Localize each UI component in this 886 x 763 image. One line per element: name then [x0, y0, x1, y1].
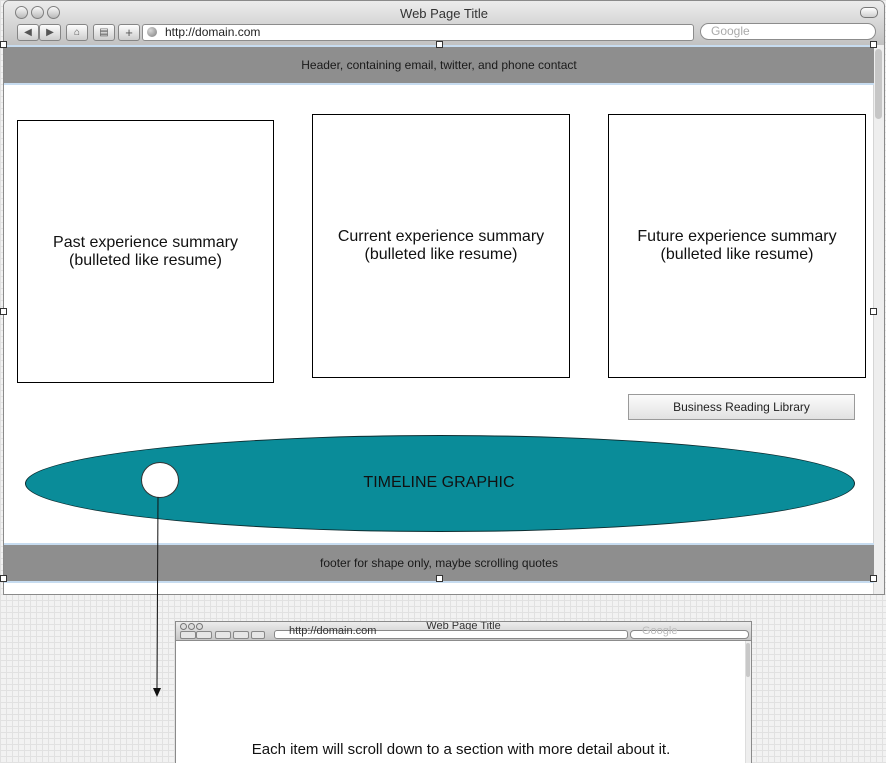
home-icon: ⌂: [73, 27, 81, 38]
past-experience-title: Past experience summary: [53, 233, 238, 251]
current-experience-subtitle: (bulleted like resume): [364, 246, 518, 263]
globe-icon: [147, 27, 157, 37]
title-bar: Web Page Title ◀ ▶ ⌂ ▤ + http://domain.c…: [4, 1, 884, 46]
resize-handle-top-left[interactable]: [0, 41, 7, 48]
toolbar-toggle-button[interactable]: [860, 7, 878, 18]
detail-add-bookmark-button[interactable]: [251, 631, 265, 639]
future-experience-subtitle: (bulleted like resume): [660, 246, 814, 263]
current-experience-box[interactable]: Current experience summary (bulleted lik…: [312, 114, 570, 378]
window-title: Web Page Title: [400, 6, 488, 21]
printer-icon: ▤: [99, 27, 109, 38]
timeline-label: TIMELINE GRAPHIC: [363, 474, 515, 491]
search-field[interactable]: Google: [700, 23, 876, 40]
vertical-scrollbar[interactable]: [873, 45, 884, 594]
close-window-button[interactable]: [15, 6, 28, 19]
past-experience-text: Past experience summary (bulleted like r…: [53, 234, 238, 270]
resize-handle-left[interactable]: [0, 308, 7, 315]
search-placeholder: Google: [711, 24, 750, 38]
timeline-marker[interactable]: [141, 462, 179, 498]
detail-close-button[interactable]: [180, 623, 187, 630]
current-experience-text: Current experience summary (bulleted lik…: [338, 228, 544, 264]
resize-handle-top[interactable]: [436, 41, 443, 48]
zoom-window-button[interactable]: [47, 6, 60, 19]
detail-search-placeholder: Google: [642, 625, 678, 637]
detail-vertical-scrollbar[interactable]: [745, 641, 751, 763]
business-reading-library-button[interactable]: Business Reading Library: [628, 394, 855, 420]
detail-back-button[interactable]: [180, 631, 196, 639]
resize-handle-bottom-left[interactable]: [0, 575, 7, 582]
future-experience-text: Future experience summary (bulleted like…: [637, 228, 836, 264]
detail-scrollbar-thumb[interactable]: [746, 643, 750, 677]
resize-handle-bottom-right[interactable]: [870, 575, 877, 582]
detail-forward-button[interactable]: [196, 631, 212, 639]
past-experience-box[interactable]: Past experience summary (bulleted like r…: [17, 120, 274, 383]
browser-window: Web Page Title ◀ ▶ ⌂ ▤ + http://domain.c…: [3, 0, 885, 595]
back-button[interactable]: ◀: [17, 24, 39, 41]
future-experience-box[interactable]: Future experience summary (bulleted like…: [608, 114, 866, 378]
detail-minimize-button[interactable]: [188, 623, 195, 630]
scrollbar-thumb[interactable]: [875, 49, 882, 119]
detail-title-bar: Web Page Title http://domain.com Google: [176, 622, 751, 641]
add-bookmark-button[interactable]: +: [118, 24, 140, 41]
detail-window-title: Web Page Title: [426, 621, 501, 632]
minimize-window-button[interactable]: [31, 6, 44, 19]
detail-zoom-button[interactable]: [196, 623, 203, 630]
detail-address-bar[interactable]: [274, 630, 628, 639]
print-button[interactable]: ▤: [93, 24, 115, 41]
resize-handle-bottom[interactable]: [436, 575, 443, 582]
resize-handle-top-right[interactable]: [870, 41, 877, 48]
detail-search-field[interactable]: [630, 630, 749, 639]
detail-note: Each item will scroll down to a section …: [251, 741, 671, 758]
resize-handle-right[interactable]: [870, 308, 877, 315]
url-text: http://domain.com: [165, 25, 261, 39]
back-arrow-icon: ◀: [24, 27, 32, 38]
home-button[interactable]: ⌂: [66, 24, 88, 41]
detail-browser-window: Web Page Title http://domain.com Google …: [175, 621, 752, 763]
detail-print-button[interactable]: [233, 631, 249, 639]
page-content: Header, containing email, twitter, and p…: [4, 45, 884, 594]
forward-arrow-icon: ▶: [46, 27, 54, 38]
past-experience-subtitle: (bulleted like resume): [69, 251, 222, 269]
plus-icon: +: [125, 25, 133, 40]
current-experience-title: Current experience summary: [337, 228, 545, 245]
detail-home-button[interactable]: [215, 631, 231, 639]
future-experience-title: Future experience summary: [637, 228, 837, 245]
address-bar[interactable]: http://domain.com: [142, 24, 694, 41]
detail-url-text: http://domain.com: [289, 625, 377, 637]
forward-button[interactable]: ▶: [39, 24, 61, 41]
